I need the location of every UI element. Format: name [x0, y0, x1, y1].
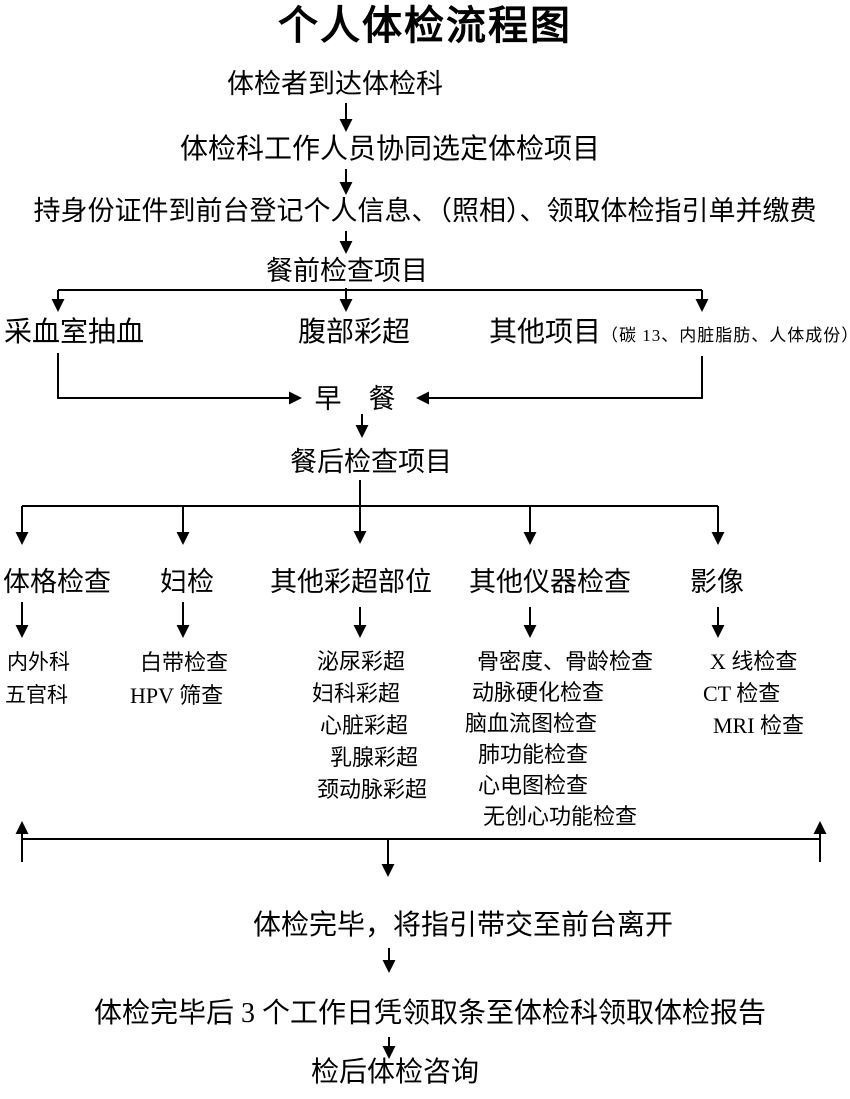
list-item: CT 检查: [703, 681, 781, 706]
label-premeal-exams: 餐前检查项目: [266, 256, 428, 286]
step-arrive: 体检者到达体检科: [227, 69, 443, 99]
column-header-gynecology: 妇检: [160, 567, 214, 597]
list-item: 无创心功能检查: [483, 804, 638, 829]
item-other-projects-note: （碳 13、内脏脂肪、人体成份）: [601, 326, 850, 345]
step-select-items: 体检科工作人员协同选定体检项目: [179, 134, 601, 165]
list-item: 心脏彩超: [320, 713, 409, 738]
column-list-imaging: X 线检查 CT 检查 MRI 检查: [703, 646, 804, 742]
list-item: 泌尿彩超: [317, 649, 406, 674]
column-header-other-instrument: 其他仪器检查: [469, 567, 631, 597]
column-list-other-ultrasound: 泌尿彩超 妇科彩超 心脏彩超 乳腺彩超 颈动脉彩超: [312, 646, 427, 806]
list-item: 妇科彩超: [312, 681, 401, 706]
list-item: 心电图检查: [478, 773, 589, 798]
list-item: 五官科: [5, 683, 68, 707]
list-item: HPV 筛查: [130, 683, 224, 708]
item-other-projects: 其他项目（碳 13、内脏脂肪、人体成份）: [489, 317, 850, 349]
label-breakfast: 早 餐: [314, 384, 396, 414]
list-item: 肺功能检查: [478, 742, 589, 767]
column-list-gynecology: 白带检查 HPV 筛查: [130, 646, 228, 712]
item-blood-draw: 采血室抽血: [4, 317, 145, 348]
label-postmeal-exams: 餐后检查项目: [290, 447, 452, 477]
column-list-physical-exam: 内外科 五官科: [5, 646, 70, 712]
column-header-physical-exam: 体格检查: [3, 567, 111, 597]
column-header-imaging: 影像: [690, 567, 744, 597]
list-item: 动脉硬化检查: [472, 680, 605, 705]
item-abdominal-ultrasound: 腹部彩超: [298, 317, 411, 348]
converge-right-to-breakfast: [416, 356, 703, 405]
column-list-other-instrument: 骨密度、骨龄检查 动脉硬化检查 脑血流图检查 肺功能检查 心电图检查 无创心功能…: [465, 646, 653, 832]
column-header-other-ultrasound: 其他彩超部位: [270, 567, 432, 597]
list-item: 脑血流图检查: [465, 711, 598, 736]
list-item: MRI 检查: [713, 713, 805, 738]
page-title: 个人体检流程图: [278, 3, 572, 48]
list-item: 乳腺彩超: [330, 745, 419, 770]
step-post-exam-consult: 检后体检咨询: [310, 1057, 480, 1088]
step-finish-leave: 体检完毕，将指引带交至前台离开: [252, 910, 674, 941]
list-item: 内外科: [7, 650, 70, 674]
list-item: 白带检查: [140, 650, 229, 675]
converge-left-to-breakfast: [57, 353, 302, 405]
list-item: 颈动脉彩超: [317, 777, 428, 802]
item-other-projects-label: 其他项目: [489, 317, 602, 348]
list-item: 骨密度、骨龄检查: [477, 649, 654, 674]
list-item: X 线检查: [710, 649, 798, 674]
step-register-pay: 持身份证件到前台登记个人信息、（照相）、领取体检指引单并缴费: [33, 196, 817, 226]
step-collect-report: 体检完毕后 3 个工作日凭领取条至体检科领取体检报告: [93, 998, 767, 1029]
